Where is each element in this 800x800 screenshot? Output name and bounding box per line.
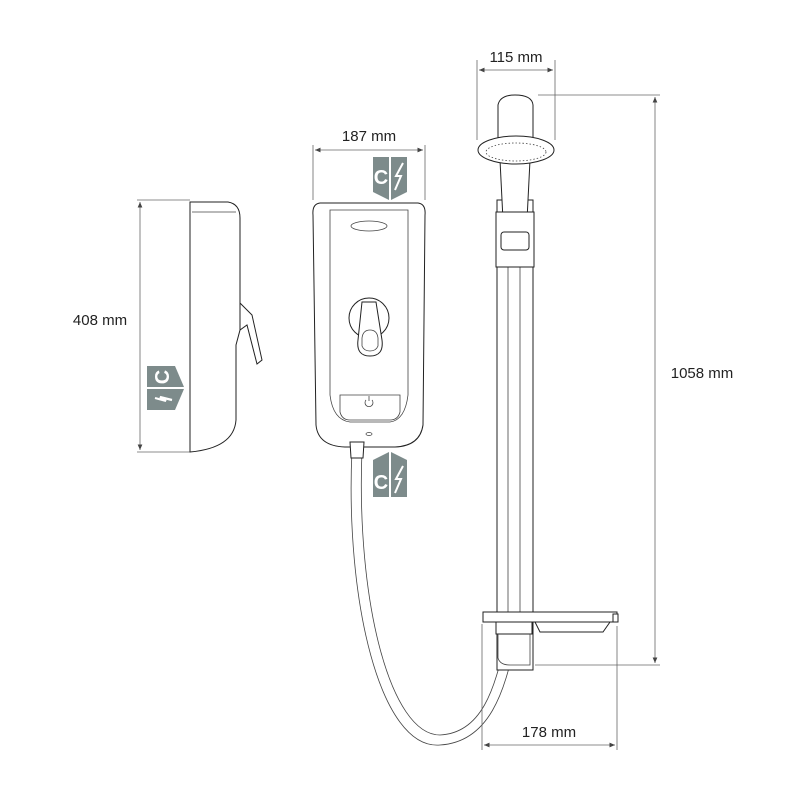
width-unit-label: 187 mm [342,128,396,145]
riser-rail [496,199,534,671]
lightning-icon [154,395,173,403]
riser-rail-kit: 115 mm 1058 mm 178 mm [476,49,734,750]
shower-hose [350,449,516,746]
height-unit-label: 408 mm [73,312,127,329]
front-view: 187 mm C C [312,128,516,746]
cable-entry-icon: C [152,370,174,384]
soap-tray [482,611,618,623]
lightning-icon [394,465,404,494]
rail-height-label: 1058 mm [671,365,734,382]
power-icon [364,396,374,408]
head-width-label: 115 mm [489,49,542,66]
top-badge: C [373,157,407,200]
side-lever [239,301,263,365]
cable-entry-icon: C [374,472,388,494]
side-badge: C [147,366,184,410]
bottom-badge: C [373,452,407,497]
shower-head [477,135,555,165]
unit-side-body [189,201,241,453]
cable-entry-icon: C [374,167,388,189]
side-view: 408 mm C [73,199,263,453]
display-window [350,220,388,232]
head-loop [497,94,534,141]
dial-lever [357,301,383,357]
lightning-icon [394,162,404,191]
tray-depth-label: 178 mm [522,724,576,741]
